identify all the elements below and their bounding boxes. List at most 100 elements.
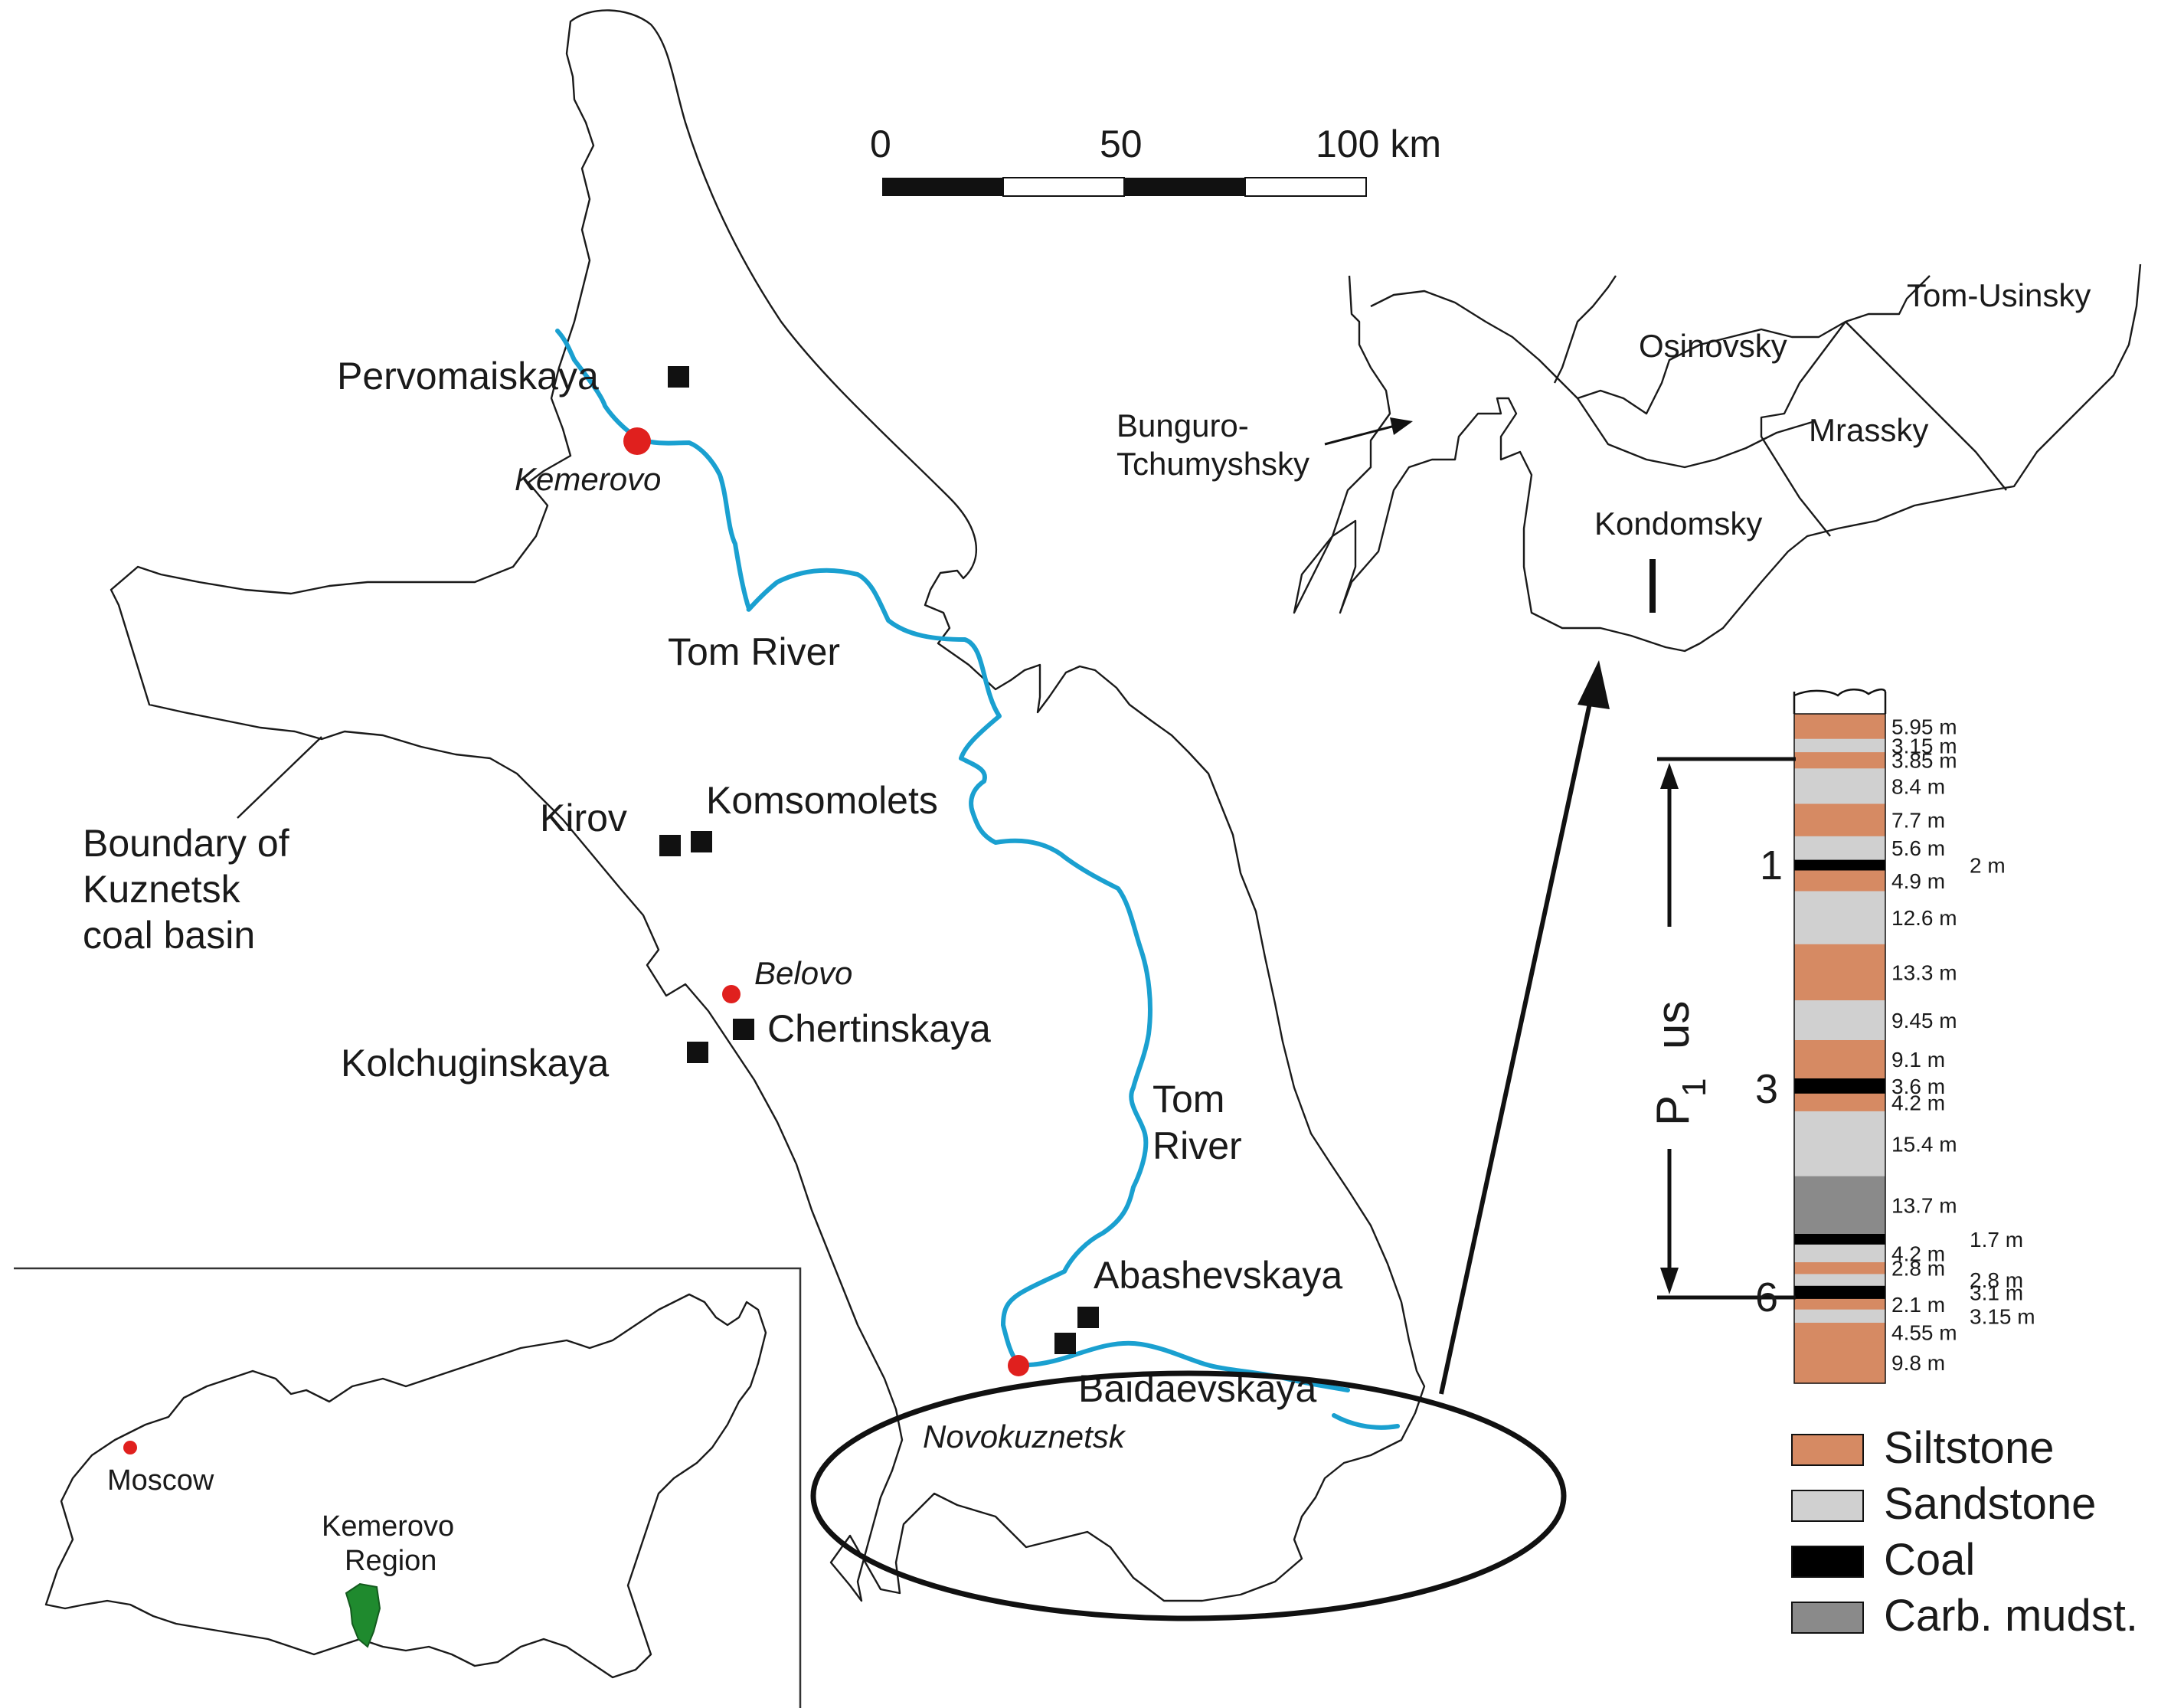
boundary-label-line2: Kuznetsk xyxy=(83,868,241,911)
layer-thickness-label: 3.6 m xyxy=(1891,1075,1945,1098)
layer-thickness-label: 3.85 m xyxy=(1891,749,1957,773)
city-label-belovo: Belovo xyxy=(754,955,852,991)
column-layer xyxy=(1794,891,1885,945)
layer-thickness-label: 8.4 m xyxy=(1891,774,1945,798)
stratigraphic-column: 5.95 m3.15 m3.85 m8.4 m7.7 m5.6 m2 m4.9 … xyxy=(1647,688,2035,1384)
layer-thickness-label: 5.6 m xyxy=(1891,836,1945,860)
column-layer xyxy=(1794,738,1885,753)
region-divider-east xyxy=(1845,321,2007,491)
mine-label-pervomaiskaya: Pervomaiskaya xyxy=(337,355,599,398)
legend: Siltstone Sandstone Coal Carb. mudst. xyxy=(1791,1423,2138,1641)
inset-map: Moscow Kemerovo Region xyxy=(14,1267,802,1708)
layer-thickness-label: 9.8 m xyxy=(1891,1351,1945,1375)
layer-thickness-label: 3.1 m xyxy=(1970,1281,2023,1304)
mine-label-kolchuginskaya: Kolchuginskaya xyxy=(341,1042,609,1085)
scale-label-100: 100 km xyxy=(1316,123,1441,165)
regions-map: Osinovsky Tom-Usinsky Mrassky Kondomsky … xyxy=(1117,263,2142,653)
tom-river xyxy=(555,329,1400,1430)
kemerovo-region-shape xyxy=(345,1582,381,1648)
legend-swatch-sandstone xyxy=(1791,1490,1864,1522)
mine-label-komsomolets: Komsomolets xyxy=(706,779,938,822)
river-label-river-2: River xyxy=(1152,1124,1242,1167)
layer-thickness-label: 4.2 m xyxy=(1891,1091,1945,1114)
layer-thickness-label: 2.8 m xyxy=(1970,1268,2023,1292)
column-layer xyxy=(1794,870,1885,892)
boundary-leader-line xyxy=(237,736,322,819)
layer-thickness-label: 2.1 m xyxy=(1891,1293,1945,1317)
column-layer xyxy=(1794,1000,1885,1041)
series-arrowhead-down xyxy=(1660,1268,1679,1294)
city-marker-novokuznetsk xyxy=(1008,1355,1029,1376)
layer-thickness-label: 3.15 m xyxy=(1970,1304,2035,1328)
layer-thickness-label: 4.55 m xyxy=(1891,1321,1957,1345)
region-label-kondomsky: Kondomsky xyxy=(1594,506,1762,542)
column-layer xyxy=(1794,836,1885,861)
scale-bar-segment xyxy=(1002,177,1125,197)
column-layer xyxy=(1794,1078,1885,1094)
river-label-tom: Tom River xyxy=(668,630,840,673)
layer-thickness-label: 3.15 m xyxy=(1891,734,1957,757)
legend-swatch-coal xyxy=(1791,1546,1864,1578)
region-label-bunguro-line2: Tchumyshsky xyxy=(1117,446,1309,482)
mine-label-kirov: Kirov xyxy=(540,797,627,839)
city-label-novokuznetsk: Novokuznetsk xyxy=(923,1418,1126,1454)
scale-bar-segment xyxy=(1124,178,1245,196)
legend-label-coal: Coal xyxy=(1884,1535,1975,1585)
series-label-subscript: 1 xyxy=(1676,1078,1713,1097)
layer-thickness-label: 13.7 m xyxy=(1891,1193,1957,1217)
column-layer xyxy=(1794,1040,1885,1079)
scale-bar-segment xyxy=(1244,177,1367,197)
layer-thickness-label: 7.7 m xyxy=(1891,809,1945,833)
layer-thickness-label: 5.95 m xyxy=(1891,715,1957,738)
legend-swatch-carb-mudstone xyxy=(1791,1602,1864,1634)
column-layer xyxy=(1794,1342,1885,1384)
mine-marker-kolchuginskaya xyxy=(687,1042,708,1063)
column-layer xyxy=(1794,1234,1885,1245)
column-layers xyxy=(1793,713,1886,1384)
mine-marker-baidaevskaya xyxy=(1054,1333,1076,1354)
column-layer xyxy=(1794,714,1885,740)
russia-outline xyxy=(44,1293,767,1679)
legend-label-carb-mudstone: Carb. mudst. xyxy=(1884,1591,2138,1641)
main-map: Kemerovo Belovo Novokuznetsk Pervomaiska… xyxy=(83,9,1567,1621)
city-marker-belovo xyxy=(722,985,741,1003)
region-divider-mrassky xyxy=(1760,321,1846,537)
seam-marker-1: 1 xyxy=(1760,843,1783,888)
seam-marker-6: 6 xyxy=(1755,1274,1778,1320)
kemerovo-region-label-line2: Region xyxy=(345,1545,436,1577)
series-label-us: us xyxy=(1647,1001,1698,1049)
column-layer xyxy=(1794,1176,1885,1235)
scale-label-0: 0 xyxy=(870,123,891,165)
city-marker-kemerovo xyxy=(623,427,651,455)
mine-marker-pervomaiskaya xyxy=(668,366,689,388)
series-label: P 1 us xyxy=(1647,1001,1713,1126)
column-top-break xyxy=(1793,688,1887,697)
column-layer xyxy=(1794,1244,1885,1263)
region-divider-north xyxy=(1370,275,1931,415)
mine-marker-chertinskaya xyxy=(733,1019,754,1040)
layer-thickness-label: 1.7 m xyxy=(1970,1228,2023,1252)
region-label-bunguro-line1: Bunguro- xyxy=(1117,407,1249,443)
scale-bar: 0 50 100 km xyxy=(870,123,1441,197)
column-layer xyxy=(1794,1323,1885,1343)
moscow-label: Moscow xyxy=(107,1464,214,1497)
city-label-kemerovo: Kemerovo xyxy=(515,461,661,497)
series-arrowhead-up xyxy=(1660,763,1679,789)
scale-bar-segment xyxy=(882,178,1003,196)
series-label-p: P xyxy=(1647,1095,1698,1126)
connector-arrow xyxy=(1439,660,1610,1395)
column-layer xyxy=(1794,859,1885,871)
region-label-mrassky: Mrassky xyxy=(1809,412,1928,448)
column-layer xyxy=(1794,1274,1885,1287)
column-layer-labels: 5.95 m3.15 m3.85 m8.4 m7.7 m5.6 m2 m4.9 … xyxy=(1891,715,2035,1375)
moscow-marker xyxy=(123,1441,137,1454)
layer-thickness-label: 12.6 m xyxy=(1891,906,1957,930)
bunguro-arrowhead xyxy=(1390,417,1413,435)
column-layer xyxy=(1794,1309,1885,1324)
kemerovo-region-label-line1: Kemerovo xyxy=(322,1510,454,1543)
seam-marker-3: 3 xyxy=(1755,1066,1778,1112)
mine-marker-komsomolets xyxy=(691,831,712,852)
column-layer xyxy=(1794,1285,1885,1300)
column-layer xyxy=(1794,752,1885,769)
